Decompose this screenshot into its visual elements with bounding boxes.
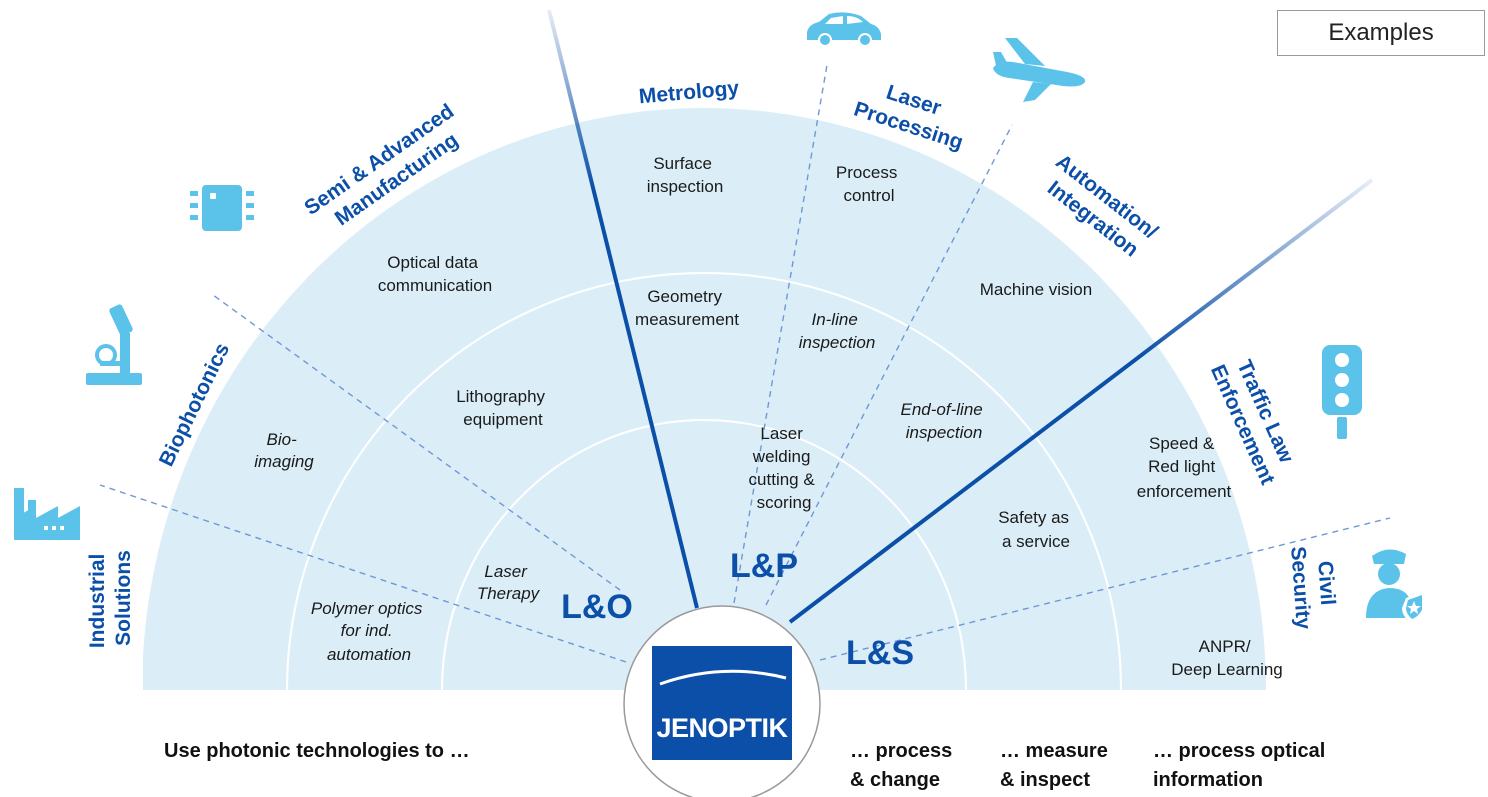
caption-measure-inspect: … measure & inspect (1000, 740, 1113, 791)
app-speed-red-light: Speed & Red light enforcement (1137, 434, 1232, 501)
segment-dividers (99, 64, 1391, 663)
svg-text:Civil Security: Civil Security (1286, 544, 1341, 630)
app-safety-as-a-service: Safety as a service (998, 508, 1074, 551)
app-laser-welding: Laser welding cutting & scoring (749, 424, 820, 512)
division-lp: L&P (730, 547, 798, 585)
caption-process-optical: … process optical information (1153, 740, 1331, 791)
lo-lp-divider (547, 9, 699, 609)
app-anpr-deep-learning: ANPR/ Deep Learning (1171, 637, 1283, 679)
police-officer-icon (1366, 549, 1424, 622)
fan-outer (142, 108, 1266, 690)
lp-ls-divider (788, 178, 1374, 624)
division-ls: L&S (846, 634, 914, 672)
app-surface-inspection: Surface inspection (647, 154, 724, 196)
app-polymer-optics: Polymer optics for ind. automation (311, 599, 427, 664)
division-lo: L&O (561, 588, 633, 626)
industry-metrology: Metrology (638, 77, 740, 109)
app-laser-therapy: Laser Therapy (477, 562, 541, 603)
examples-label-box: Examples (1277, 10, 1485, 56)
car-icon (807, 12, 881, 47)
caption-use-photonic: Use photonic technologies to … (164, 740, 470, 762)
app-process-control: Process control (836, 163, 902, 205)
airplane-icon (993, 38, 1086, 102)
app-end-of-line-inspection: End-of-line inspection (901, 400, 988, 442)
app-bio-imaging: Bio- imaging (254, 430, 314, 471)
ring-2 (441, 419, 967, 691)
ring-3 (286, 272, 1122, 691)
app-inline-inspection: In-line inspection (799, 310, 876, 352)
svg-text:Metrology: Metrology (638, 77, 740, 109)
caption-process-change: … process & change (850, 740, 958, 791)
chip-icon (190, 185, 254, 231)
logo-swoosh (659, 669, 787, 686)
logo-text: JENOPTIK (656, 713, 788, 743)
app-lithography: Lithography equipment (456, 387, 550, 429)
factory-icon (14, 488, 80, 540)
app-optical-data: Optical data communication (378, 253, 492, 295)
app-geometry-measurement: Geometry measurement (635, 287, 739, 329)
svg-text:Industrial Solutions: Industrial Solutions (86, 548, 135, 648)
jenoptik-logo: JENOPTIK (623, 605, 821, 797)
industry-civil-security: Civil Security (1286, 544, 1341, 631)
app-machine-vision: Machine vision (980, 280, 1092, 299)
industry-industrial-solutions: Industrial Solutions (86, 548, 135, 648)
microscope-icon (86, 304, 142, 385)
traffic-light-icon (1322, 345, 1362, 439)
